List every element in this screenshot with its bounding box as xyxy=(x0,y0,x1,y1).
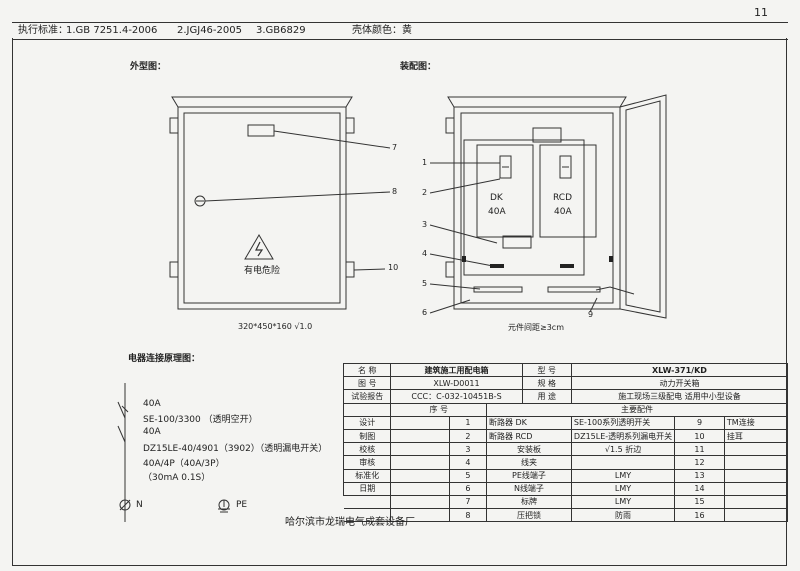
callout-2: 2 xyxy=(422,188,428,197)
rcd-breaker-name: RCD xyxy=(553,193,573,203)
callout-3: 3 xyxy=(422,220,428,229)
standard-3: 3.GB6829 xyxy=(256,25,306,36)
exterior-roof xyxy=(171,96,353,108)
table-row: 名 称 建筑施工用配电箱 型 号 XLW-371/KD xyxy=(342,362,789,378)
shell-color: 壳体颜色：黄 xyxy=(352,25,412,36)
drawing-frame xyxy=(12,38,787,566)
standard-1: 1.GB 7251.4-2006 xyxy=(66,25,158,36)
n-label: N xyxy=(136,500,143,510)
spacing-note: 元件间距≥3cm xyxy=(508,323,564,332)
standard-2: 2.JGJ46-2005 xyxy=(177,25,242,36)
callout-6: 6 xyxy=(422,308,428,317)
table-row: 标准化 5 PE线端子 LMY 13 xyxy=(342,468,789,483)
pe-label: PE xyxy=(236,500,248,510)
dk-breaker-name: DK xyxy=(490,193,503,203)
circuit-line-4: DZ15LE-40/4901（3902）（透明漏电开关） xyxy=(143,444,328,454)
circuit-title: 电器连接原理图： xyxy=(128,354,201,364)
callout-1: 1 xyxy=(422,158,428,167)
table-row: 校核 3 安装板 √1.5 折边 11 xyxy=(342,442,789,457)
callout-8: 8 xyxy=(392,187,398,196)
circuit-line-1: 40A xyxy=(143,399,161,409)
exterior-title: 外型图： xyxy=(130,62,167,72)
table-row: 审核 4 线夹 12 xyxy=(342,455,789,470)
circuit-line-2: SE-100/3300 （透明空开） xyxy=(143,415,258,425)
exterior-ear-tl xyxy=(169,117,179,134)
warning-label: 有电危险 xyxy=(244,266,281,276)
circuit-line-6: （30mA 0.1S） xyxy=(143,473,211,483)
standards-label: 执行标准： xyxy=(18,25,68,36)
callout-7: 7 xyxy=(392,143,398,152)
table-row: 图 号 XLW-D0011 规 格 动力开关箱 xyxy=(342,376,789,391)
callout-9: 9 xyxy=(588,310,594,319)
exterior-body xyxy=(177,106,347,310)
table-row: 8 压把锁 防雨 16 xyxy=(343,508,789,523)
exterior-dimensions: 320*450*160 √1.0 xyxy=(238,322,313,331)
exterior-door xyxy=(183,112,341,304)
callout-4: 4 xyxy=(422,249,428,258)
title-block-table: 名 称 建筑施工用配电箱 型 号 XLW-371/KD 图 号 XLW-D001… xyxy=(342,362,789,523)
callout-5: 5 xyxy=(422,279,428,288)
page-number: 11 xyxy=(754,6,768,19)
callout-10: 10 xyxy=(388,263,399,272)
standards-header: 执行标准： 1.GB 7251.4-2006 2.JGJ46-2005 3.GB… xyxy=(12,22,788,40)
table-row: 日期 6 N线端子 LMY 14 xyxy=(342,481,789,496)
table-row: 试验报告 CCC：C-032-10451B-S 用 途 施工现场三级配电 适用中… xyxy=(342,389,789,404)
exterior-ear-br xyxy=(345,261,355,278)
warning-triangle-icon xyxy=(244,234,274,260)
dk-breaker-rating: 40A xyxy=(488,207,506,217)
assembly-title: 装配图： xyxy=(400,62,437,72)
table-row: 制图 2 断路器 RCD DZ15LE-透明系列漏电开关 10 挂耳 xyxy=(342,428,789,444)
circuit-line-5: 40A/4P（40A/3P） xyxy=(143,459,225,469)
table-row: 设计 1 断路器 DK SE-100系列透明开关 9 TM连接 xyxy=(342,415,789,430)
exterior-ear-bl xyxy=(169,261,179,278)
company-name: 哈尔滨市龙瑞电气成套设备厂 xyxy=(285,517,415,528)
exterior-ear-tr xyxy=(345,117,355,134)
exterior-nameplate xyxy=(247,124,275,137)
circuit-line-3: 40A xyxy=(143,427,161,437)
table-row: 序 号 主要配件 xyxy=(342,402,789,417)
rcd-breaker-rating: 40A xyxy=(554,207,572,217)
table-row: 7 标牌 LMY 15 xyxy=(343,494,789,510)
